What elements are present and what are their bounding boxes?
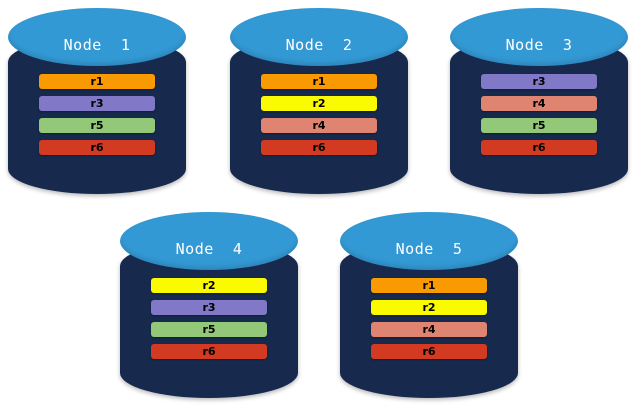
node-title: Node 5 xyxy=(395,240,463,258)
cylinder-top-cap xyxy=(120,212,298,270)
node-cylinder-2[interactable]: Node 2 r1 r2 r4 r6 xyxy=(230,8,408,194)
node-title: Node 2 xyxy=(285,36,353,54)
replica-bar-r6[interactable]: r6 xyxy=(39,140,155,155)
cylinder-top-cap xyxy=(340,212,518,270)
replica-bar-r2[interactable]: r2 xyxy=(151,278,267,293)
replica-list: r1 r3 r5 r6 xyxy=(8,74,186,155)
replica-bar-r3[interactable]: r3 xyxy=(151,300,267,315)
replica-bar-r6[interactable]: r6 xyxy=(371,344,487,359)
node-cylinder-4[interactable]: Node 4 r2 r3 r5 r6 xyxy=(120,212,298,398)
node-title: Node 4 xyxy=(175,240,243,258)
replica-bar-r2[interactable]: r2 xyxy=(261,96,377,111)
node-cylinder-3[interactable]: Node 3 r3 r4 r5 r6 xyxy=(450,8,628,194)
replica-bar-r2[interactable]: r2 xyxy=(371,300,487,315)
node-cylinder-1[interactable]: Node 1 r1 r3 r5 r6 xyxy=(8,8,186,194)
cylinder-top-cap xyxy=(8,8,186,66)
replica-list: r2 r3 r5 r6 xyxy=(120,278,298,359)
replica-bar-r5[interactable]: r5 xyxy=(481,118,597,133)
replica-list: r1 r2 r4 r6 xyxy=(340,278,518,359)
replica-bar-r5[interactable]: r5 xyxy=(39,118,155,133)
replica-bar-r1[interactable]: r1 xyxy=(371,278,487,293)
replica-bar-r4[interactable]: r4 xyxy=(481,96,597,111)
replica-bar-r6[interactable]: r6 xyxy=(481,140,597,155)
cylinder-top-cap xyxy=(230,8,408,66)
node-cylinder-5[interactable]: Node 5 r1 r2 r4 r6 xyxy=(340,212,518,398)
replica-bar-r6[interactable]: r6 xyxy=(261,140,377,155)
replica-bar-r1[interactable]: r1 xyxy=(39,74,155,89)
replica-list: r3 r4 r5 r6 xyxy=(450,74,628,155)
node-title: Node 1 xyxy=(63,36,131,54)
replica-bar-r5[interactable]: r5 xyxy=(151,322,267,337)
node-title: Node 3 xyxy=(505,36,573,54)
replica-bar-r6[interactable]: r6 xyxy=(151,344,267,359)
replica-bar-r3[interactable]: r3 xyxy=(39,96,155,111)
replica-bar-r3[interactable]: r3 xyxy=(481,74,597,89)
replica-bar-r4[interactable]: r4 xyxy=(371,322,487,337)
replica-bar-r4[interactable]: r4 xyxy=(261,118,377,133)
replica-list: r1 r2 r4 r6 xyxy=(230,74,408,155)
cylinder-top-cap xyxy=(450,8,628,66)
replica-bar-r1[interactable]: r1 xyxy=(261,74,377,89)
